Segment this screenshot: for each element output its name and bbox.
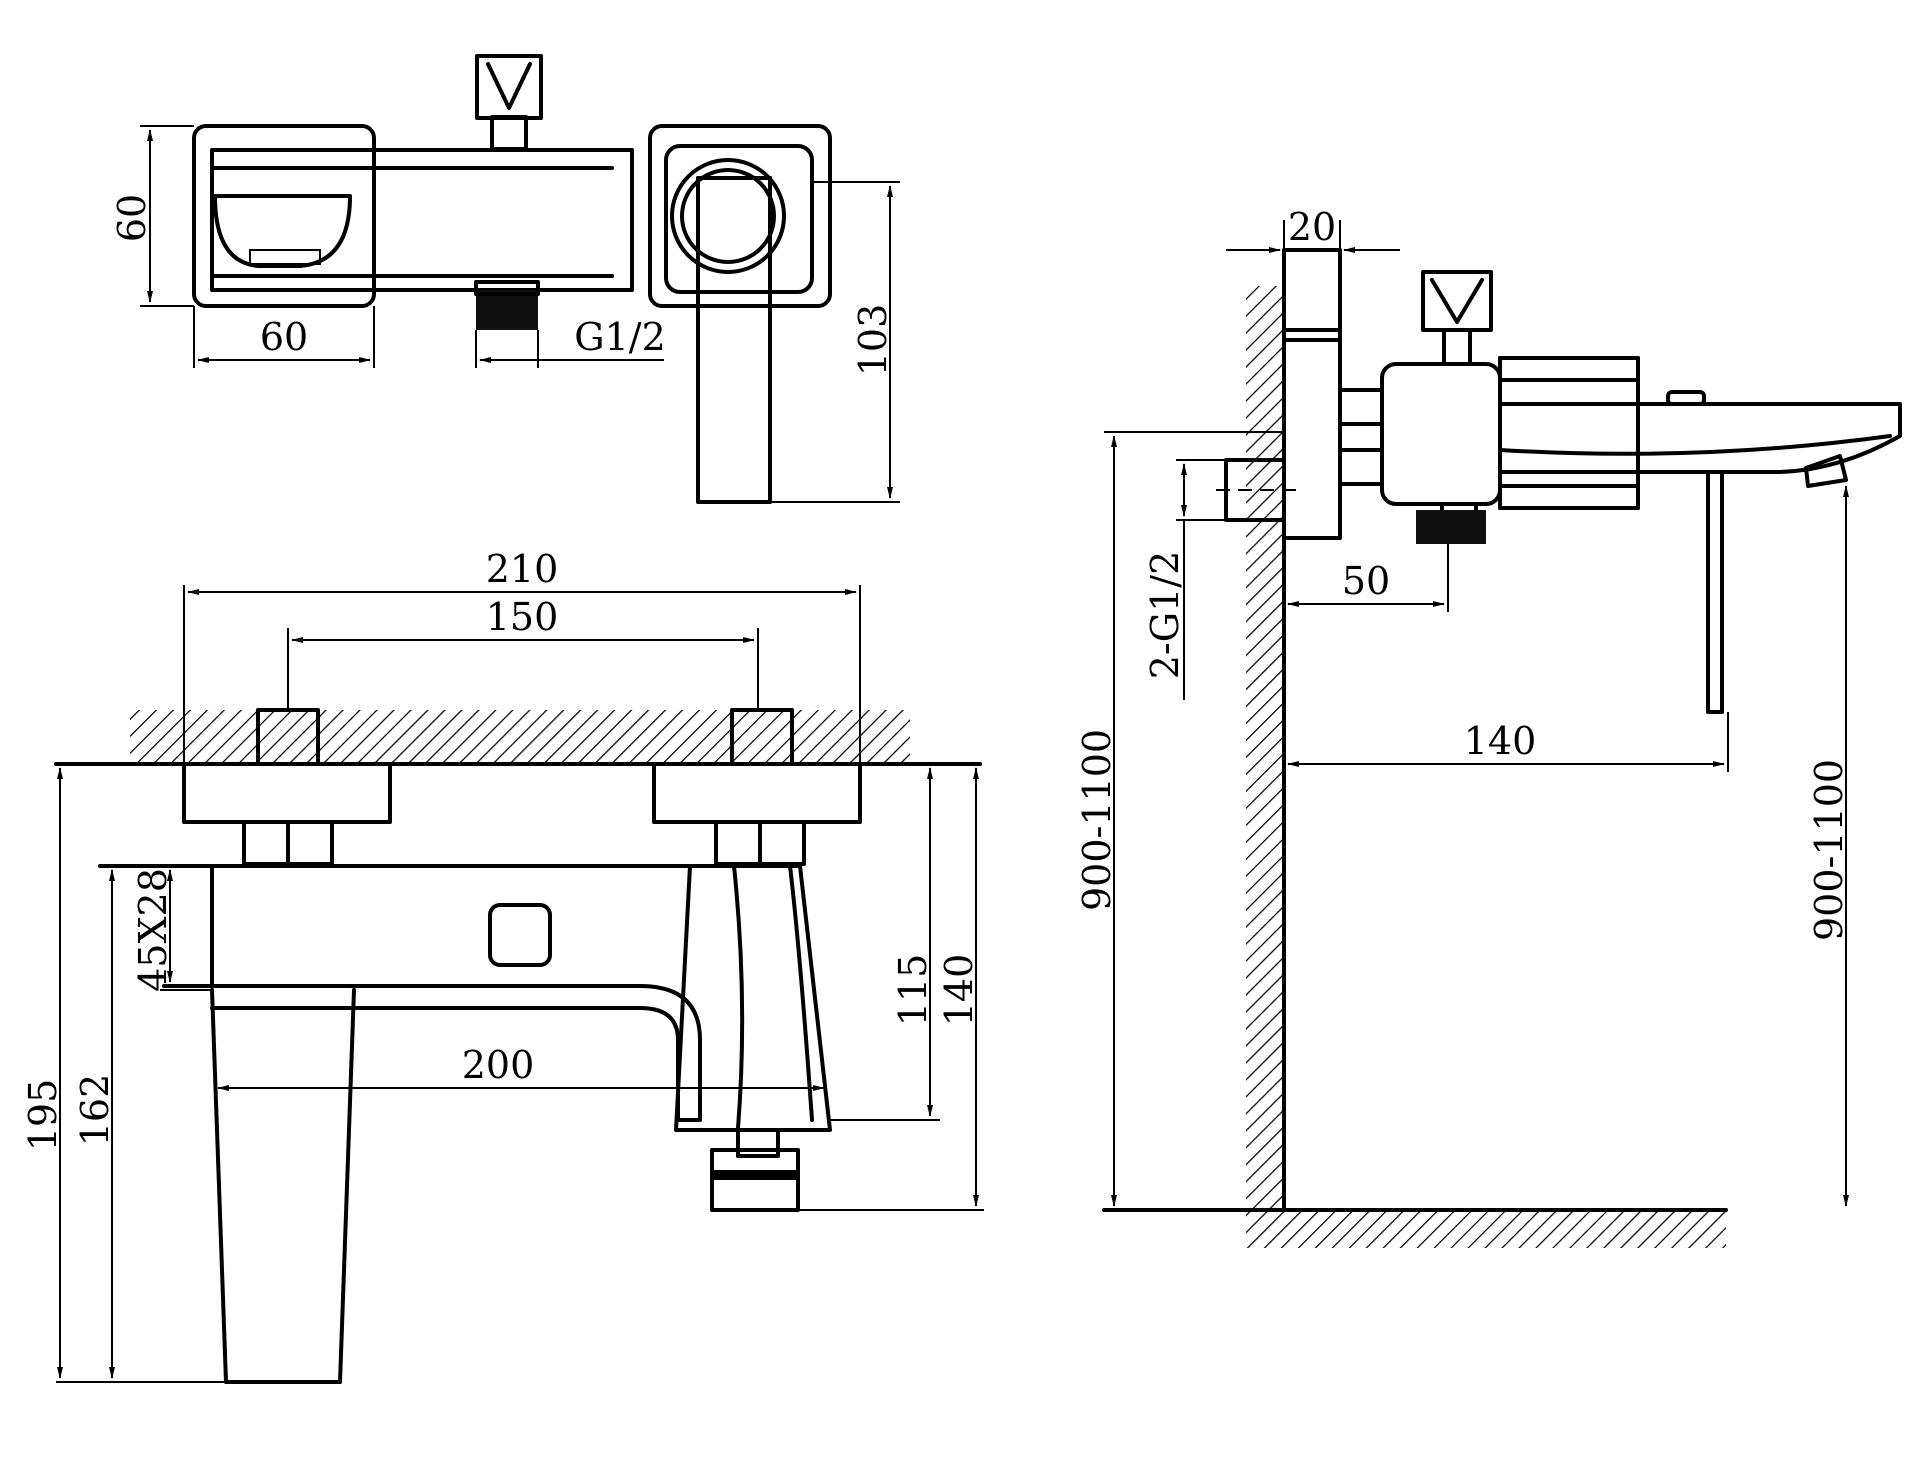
front-diverter-knob <box>488 903 552 967</box>
front-lever-handle <box>210 988 356 1384</box>
top-body <box>210 148 634 292</box>
side-spout <box>1498 402 1902 474</box>
dim-side-mount-height-left: 900-1100 <box>1075 729 1119 911</box>
top-handle-lever <box>696 176 772 504</box>
side-wall-hatch <box>1246 286 1282 1210</box>
top-diverter-knob <box>475 54 543 120</box>
side-lever-rod <box>1706 470 1724 714</box>
top-diverter-stem <box>490 115 528 151</box>
dim-side-spout-projection: 140 <box>1464 719 1537 763</box>
top-left-plate <box>192 124 376 308</box>
dim-front-spout-section: 45X28 <box>131 868 175 992</box>
dim-front-height-total: 195 <box>21 1079 65 1152</box>
top-bowl <box>213 194 352 268</box>
dim-side-mount-height-right: 900-1100 <box>1807 759 1851 941</box>
dim-top-thread: G1/2 <box>574 315 666 359</box>
dim-front-overall: 210 <box>486 547 559 591</box>
dim-top-height: 60 <box>110 194 154 242</box>
top-view: 60 60 G1/2 103 <box>110 54 900 504</box>
top-right-plate <box>648 124 832 308</box>
dim-top-width: 60 <box>260 315 308 359</box>
front-spout <box>348 984 702 1122</box>
dim-front-outlet-height: 140 <box>937 954 981 1027</box>
side-body <box>1380 362 1502 506</box>
front-view: 210 150 200 45X28 195 162 115 140 <box>21 547 984 1384</box>
side-floor-hatch <box>1246 1210 1726 1248</box>
side-escutcheon <box>1282 248 1342 540</box>
top-thread-connector <box>476 290 538 330</box>
front-left-escutcheon <box>182 762 392 824</box>
dim-top-depth: 103 <box>851 304 895 377</box>
side-view: 20 2-G1/2 50 140 900-1100 900-1100 <box>1075 205 1902 1248</box>
dim-front-height-body: 162 <box>73 1074 117 1147</box>
side-shower-outlet <box>1416 510 1486 544</box>
front-right-escutcheon <box>652 762 862 824</box>
dim-side-outlet-offset: 50 <box>1342 559 1390 603</box>
dim-side-escutcheon: 20 <box>1288 205 1336 249</box>
dim-front-spout-height: 115 <box>891 954 935 1027</box>
side-diverter-knob <box>1421 270 1493 332</box>
dim-side-inlet: 2-G1/2 <box>1143 551 1187 680</box>
dim-front-centers: 150 <box>486 595 559 639</box>
dim-front-spout-reach: 200 <box>462 1043 535 1087</box>
